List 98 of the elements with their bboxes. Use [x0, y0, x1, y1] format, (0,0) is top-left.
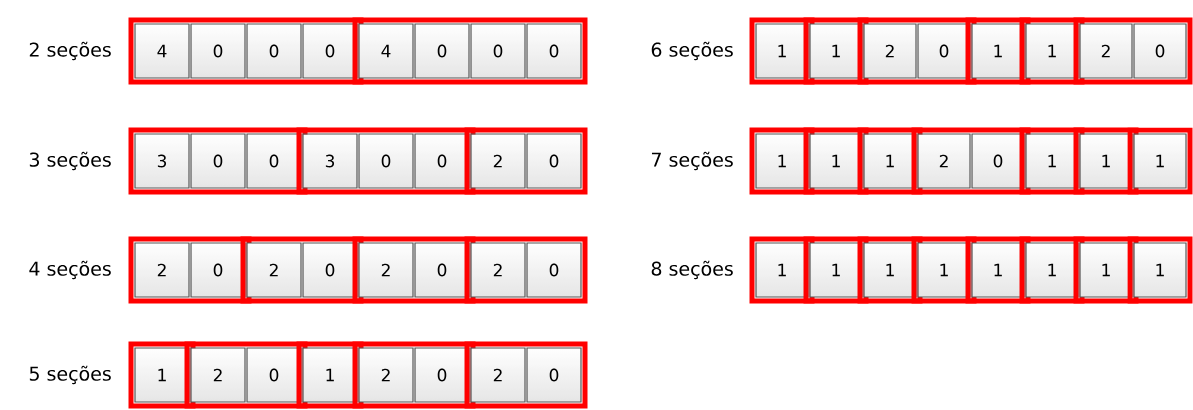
digit-cell: 3: [134, 133, 190, 189]
row-label: 2 seções: [29, 41, 111, 61]
digit-cell: 0: [414, 347, 470, 403]
section-frame: [965, 17, 1031, 85]
digit-cell: 0: [246, 133, 302, 189]
digit-cell: 0: [470, 23, 526, 79]
digit-cell: 0: [971, 133, 1025, 189]
section-frame: [749, 127, 815, 195]
section-frame: [296, 341, 364, 409]
digit-cell: 1: [809, 242, 863, 298]
digit-cell: 2: [1079, 23, 1133, 79]
section-frame: [128, 127, 308, 195]
digit-cell: 1: [863, 133, 917, 189]
digit-cell: 0: [526, 23, 582, 79]
section-frame: [352, 236, 476, 304]
section-frame: [352, 341, 476, 409]
section-frame: [857, 17, 977, 85]
digit-cell: 1: [809, 23, 863, 79]
section-frame: [296, 127, 476, 195]
digit-cell: 1: [1133, 242, 1187, 298]
digit-cell: 3: [302, 133, 358, 189]
row-label: 7 seções: [652, 151, 733, 171]
digit-cell: 0: [190, 242, 246, 298]
digit-cell: 1: [755, 242, 809, 298]
section-frame: [464, 236, 588, 304]
digit-cell: 0: [1133, 23, 1187, 79]
digit-cell: 4: [134, 23, 190, 79]
digit-cell: 2: [470, 242, 526, 298]
digit-cell: 4: [358, 23, 414, 79]
section-frame: [464, 127, 588, 195]
digit-cell: 1: [1025, 242, 1079, 298]
digit-cell: 0: [190, 23, 246, 79]
section-frame: [240, 236, 364, 304]
digit-cell: 0: [526, 242, 582, 298]
digit-cell: 0: [917, 23, 971, 79]
digit-cell: 1: [134, 347, 190, 403]
section-frame: [1019, 127, 1085, 195]
digit-cell: 0: [302, 23, 358, 79]
digit-cell: 0: [526, 347, 582, 403]
digit-cell: 1: [1025, 133, 1079, 189]
section-frame: [803, 17, 869, 85]
digit-cell: 1: [1025, 23, 1079, 79]
digit-cell: 1: [971, 23, 1025, 79]
section-frame: [1019, 17, 1085, 85]
digit-cell: 2: [470, 133, 526, 189]
section-frame: [1073, 17, 1193, 85]
digit-cell: 2: [470, 347, 526, 403]
digit-cell: 1: [863, 242, 917, 298]
digit-cell: 1: [755, 23, 809, 79]
digit-cell: 1: [755, 133, 809, 189]
digit-cell: 2: [358, 242, 414, 298]
row-label: 3 seções: [29, 151, 111, 171]
digit-cell: 0: [358, 133, 414, 189]
digit-cell: 2: [358, 347, 414, 403]
digit-cell: 0: [246, 347, 302, 403]
digit-cell: 2: [134, 242, 190, 298]
section-frame: [352, 17, 588, 85]
digit-cell: 2: [190, 347, 246, 403]
section-frame: [464, 341, 588, 409]
digit-cell: 1: [809, 133, 863, 189]
section-frame: [128, 17, 364, 85]
section-frame: [857, 127, 923, 195]
section-frame: [803, 236, 869, 304]
digit-cell: 0: [414, 23, 470, 79]
digit-cell: 0: [526, 133, 582, 189]
digit-cell: 2: [246, 242, 302, 298]
digit-cell: 2: [863, 23, 917, 79]
row-label: 6 seções: [651, 41, 733, 61]
digit-cell: 1: [302, 347, 358, 403]
section-frame: [1073, 127, 1139, 195]
section-frame: [911, 236, 977, 304]
row-label: 5 seções: [29, 365, 111, 385]
section-frame: [128, 236, 252, 304]
row-label: 4 seções: [29, 260, 111, 280]
digit-cell: 1: [1133, 133, 1187, 189]
digit-cell: 1: [917, 242, 971, 298]
digit-cell: 1: [971, 242, 1025, 298]
section-frame: [1073, 236, 1139, 304]
section-frame: [857, 236, 923, 304]
section-frame: [1127, 236, 1193, 304]
section-frame: [184, 341, 308, 409]
section-frame: [1127, 127, 1193, 195]
section-frame: [911, 127, 1031, 195]
digit-cell: 1: [1079, 133, 1133, 189]
digit-cell: 1: [1079, 242, 1133, 298]
section-frame: [965, 236, 1031, 304]
section-frame: [803, 127, 869, 195]
digit-cell: 0: [414, 242, 470, 298]
section-frame: [749, 17, 815, 85]
row-label: 8 seções: [651, 260, 733, 280]
section-frame: [749, 236, 815, 304]
section-frame: [1019, 236, 1085, 304]
section-frame: [128, 341, 196, 409]
digit-cell: 0: [190, 133, 246, 189]
digit-cell: 2: [917, 133, 971, 189]
digit-cell: 0: [302, 242, 358, 298]
digit-cell: 0: [414, 133, 470, 189]
digit-cell: 0: [246, 23, 302, 79]
